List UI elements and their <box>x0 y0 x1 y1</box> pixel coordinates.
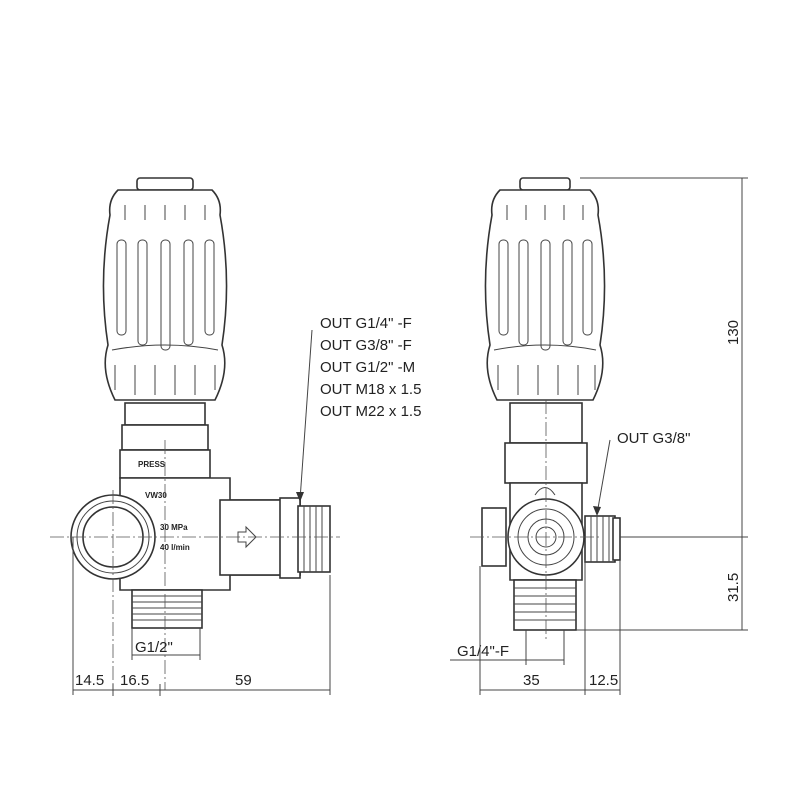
dim-14-5: 14.5 <box>75 672 104 689</box>
outlet-label-right: OUT G3/8" <box>617 430 690 447</box>
inlet-thread-label-right: G1/4"-F <box>457 643 509 660</box>
outlet-option: OUT G1/2" -M <box>320 359 415 376</box>
outlet-option: OUT M18 x 1.5 <box>320 381 421 398</box>
dim-31-5: 31.5 <box>725 573 742 602</box>
dim-130: 130 <box>725 320 742 345</box>
dim-12-5: 12.5 <box>589 672 618 689</box>
outlet-options-list: OUT G1/4" -F OUT G3/8" -F OUT G1/2" -M O… <box>320 315 421 420</box>
press-marking: PRESS <box>138 460 166 469</box>
model-marking: VW30 <box>145 491 167 500</box>
outlet-option: OUT G3/8" -F <box>320 337 412 354</box>
outlet-option: OUT G1/4" -F <box>320 315 412 332</box>
flow-marking: 40 l/min <box>160 543 190 552</box>
dim-35: 35 <box>523 672 540 689</box>
pressure-marking: 30 MPa <box>160 523 188 532</box>
right-knob <box>484 177 606 401</box>
right-valve-view: 130 31.5 G1/4"-F 35 12.5 OUT G3/8" <box>450 177 748 695</box>
left-valve-view: PRESS VW30 30 MPa 40 l/min G1/2" 14.5 16… <box>50 177 421 696</box>
outlet-option: OUT M22 x 1.5 <box>320 403 421 420</box>
dim-16-5: 16.5 <box>120 672 149 689</box>
left-knob <box>102 177 228 401</box>
inlet-thread-label: G1/2" <box>135 639 173 656</box>
dim-59: 59 <box>235 672 252 689</box>
